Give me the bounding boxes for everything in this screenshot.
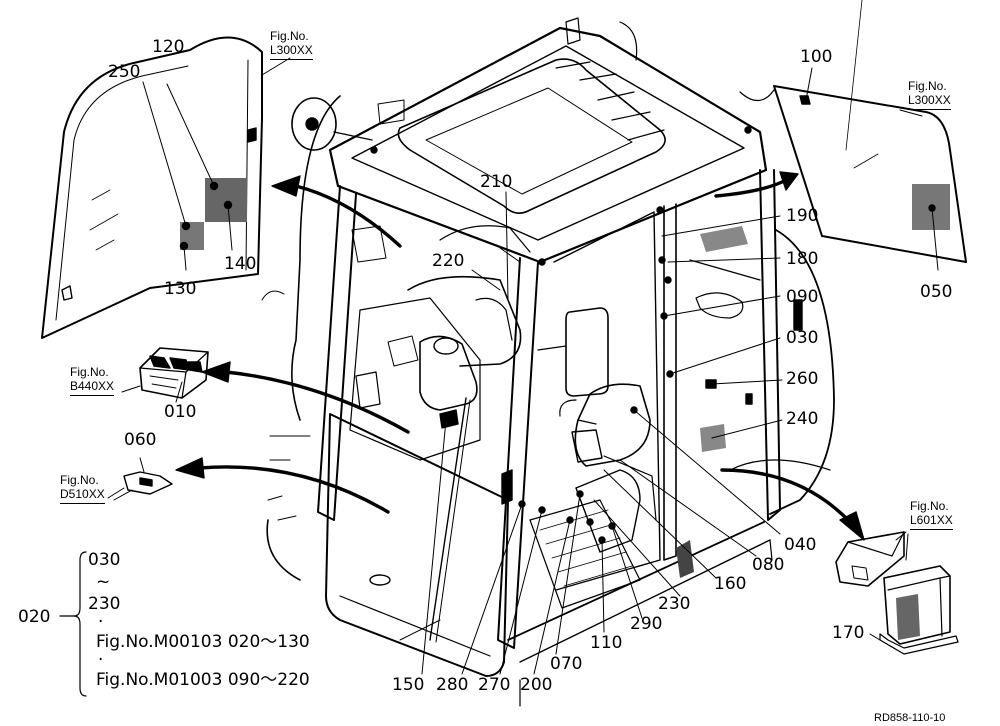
- part-label-200: 200: [520, 675, 553, 695]
- left-door-glass: [41, 36, 291, 339]
- part-label-170: 170: [832, 623, 865, 643]
- part-label-280: 280: [436, 675, 469, 695]
- box-part: [835, 531, 959, 655]
- switch-part: [139, 347, 209, 403]
- part-label-010: 010: [164, 402, 197, 422]
- part-label-120: 120: [152, 37, 185, 57]
- fig-ref-switch: Fig.No. B440XX: [70, 365, 115, 396]
- fig-ref-code: L601XX: [910, 513, 953, 530]
- range-line-2: Fig.No.M01003 090～220: [96, 670, 310, 690]
- fig-ref-label: Fig.No.: [910, 499, 949, 513]
- part-label-140: 140: [224, 254, 257, 274]
- part-label-050: 050: [920, 282, 953, 302]
- drawing-ref: RD858-110-10: [874, 712, 946, 724]
- part-label-040: 040: [784, 535, 817, 555]
- fig-ref-top-right: Fig.No. L300XX: [908, 79, 951, 110]
- fig-ref-bracket: Fig.No. D510XX: [60, 473, 105, 504]
- fig-ref-code: L300XX: [908, 93, 951, 110]
- direction-arrows: [175, 171, 865, 541]
- part-label-190: 190: [786, 206, 819, 226]
- part-label-060: 060: [124, 430, 157, 450]
- bracket-part: [113, 457, 173, 501]
- fig-ref-code: L300XX: [270, 43, 313, 60]
- part-label-070: 070: [550, 654, 583, 674]
- part-label-080: 080: [752, 555, 785, 575]
- part-label-230: 230: [658, 594, 691, 614]
- part-label-020: 020: [18, 607, 51, 627]
- part-label-250: 250: [108, 62, 141, 82]
- range-line-1: Fig.No.M00103 020～130: [96, 632, 310, 652]
- fig-ref-code: B440XX: [70, 379, 115, 396]
- range-bracket: [59, 551, 87, 697]
- right-door-glass: [773, 0, 967, 271]
- part-label-290: 290: [630, 614, 663, 634]
- part-label-150: 150: [392, 675, 425, 695]
- part-label-240: 240: [786, 409, 819, 429]
- range-dot-2: ·: [98, 650, 104, 670]
- part-label-260: 260: [786, 369, 819, 389]
- part-label-220: 220: [432, 251, 465, 271]
- part-label-110: 110: [590, 633, 623, 653]
- fig-ref-label: Fig.No.: [908, 79, 947, 93]
- range-dot-1: ·: [98, 612, 104, 632]
- part-label-100: 100: [800, 47, 833, 67]
- leader-lines: [421, 191, 783, 675]
- range-end: 230: [88, 594, 121, 614]
- fig-ref-top-left: Fig.No. L300XX: [270, 29, 313, 60]
- part-label-030: 030: [786, 328, 819, 348]
- part-label-270: 270: [478, 675, 511, 695]
- part-label-210: 210: [480, 172, 513, 192]
- fig-ref-label: Fig.No.: [270, 29, 309, 43]
- fig-leaders: [107, 385, 907, 541]
- fig-ref-code: D510XX: [60, 487, 105, 504]
- part-label-180: 180: [786, 249, 819, 269]
- range-tilde: ~: [96, 572, 111, 592]
- fig-ref-label: Fig.No.: [70, 365, 109, 379]
- cab-frame: [261, 17, 835, 707]
- part-label-090: 090: [786, 287, 819, 307]
- range-start: 030: [88, 550, 121, 570]
- part-label-160: 160: [714, 574, 747, 594]
- part-label-130: 130: [164, 279, 197, 299]
- fig-ref-label: Fig.No.: [60, 473, 99, 487]
- fig-ref-box: Fig.No. L601XX: [910, 499, 953, 530]
